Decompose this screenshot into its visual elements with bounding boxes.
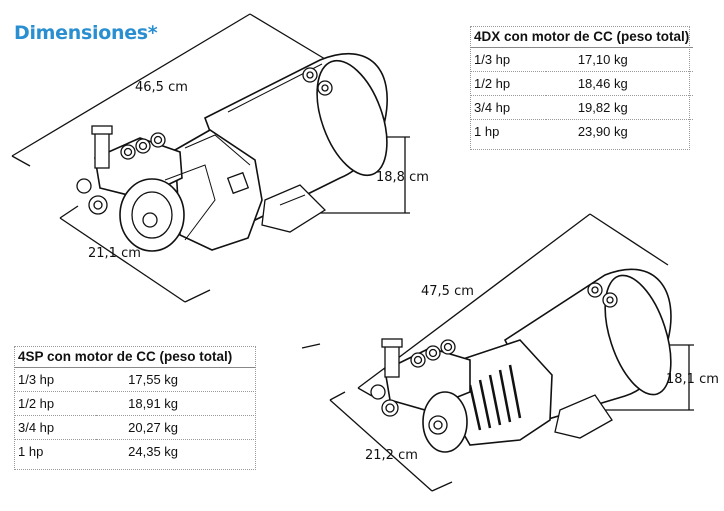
dim-line-width-4dx (59, 217, 186, 303)
table-4sp-header: 4SP con motor de CC (peso total) (14, 346, 256, 368)
power-cell: 1/2 hp (470, 71, 546, 96)
power-cell: 1/3 hp (18, 372, 55, 387)
weight-cell: 18,46 kg (545, 71, 694, 96)
weight-cell: 17,55 kg (128, 372, 179, 387)
table-row: 1/3 hp 17,10 kg (470, 48, 693, 72)
pump-4sp-drawing (370, 268, 672, 453)
weight-cell: 19,82 kg (545, 95, 694, 120)
power-cell: 1 hp (14, 439, 97, 463)
weight-cell: 23,90 kg (545, 119, 694, 143)
power-cell: 1 hp (470, 119, 546, 143)
weight-cell: 18,91 kg (96, 391, 256, 416)
power-cell: 1/2 hp (14, 391, 97, 416)
weight-cell: 17,10 kg (577, 52, 628, 67)
table-4dx-header: 4DX con motor de CC (peso total) (470, 26, 694, 48)
dim-label-width-4dx: 21,1 cm (88, 246, 141, 261)
weight-cell: 24,35 kg (96, 439, 256, 463)
table-row: 1/3 hp 17,55 kg (14, 368, 256, 392)
dim-label-width-4sp: 21,2 cm (365, 448, 418, 463)
dim-label-length-4dx: 46,5 cm (135, 80, 188, 95)
power-cell: 1/3 hp (474, 52, 511, 67)
power-cell: 3/4 hp (14, 415, 97, 440)
pump-4dx-drawing (76, 53, 388, 252)
dim-line-width-4sp (329, 399, 433, 492)
dim-label-height-4sp: 18,1 cm (666, 372, 719, 387)
weight-cell: 20,27 kg (96, 415, 256, 440)
dim-label-length-4sp: 47,5 cm (421, 284, 474, 299)
page-title: Dimensiones* (14, 22, 158, 44)
power-cell: 3/4 hp (470, 95, 546, 120)
dim-line-length-4dx (11, 13, 251, 157)
dim-label-height-4dx: 18,8 cm (376, 170, 429, 185)
